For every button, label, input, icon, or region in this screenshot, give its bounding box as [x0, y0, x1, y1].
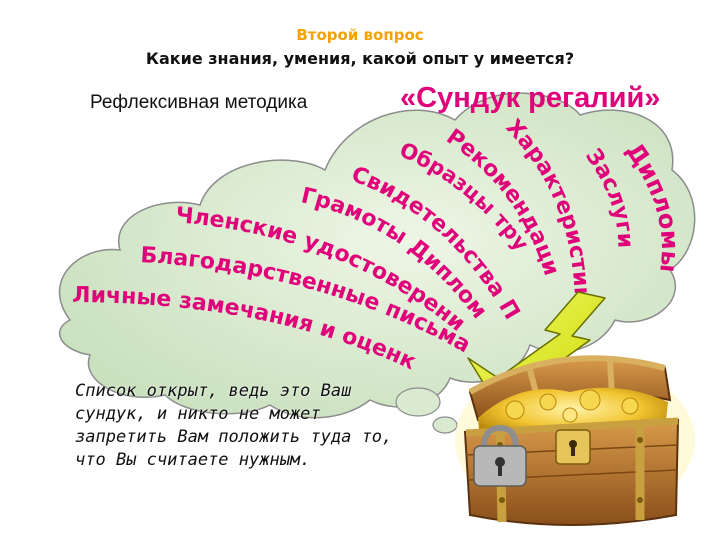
- question-text: Какие знания, умения, какой опыт у имеет…: [0, 49, 720, 68]
- note-line: запретить Вам положить туда то,: [75, 426, 435, 449]
- note-text: Список открыт, ведь это Ваш сундук, и ни…: [75, 380, 435, 472]
- treasure-chest-icon: [455, 358, 695, 525]
- method-title: «Сундук регалий»: [400, 82, 660, 115]
- note-line: что Вы считаете нужным.: [75, 449, 435, 472]
- question-label: Второй вопрос: [0, 26, 720, 44]
- note-line: Список открыт, ведь это Ваш: [75, 380, 435, 403]
- method-label: Рефлексивная методика: [90, 92, 307, 114]
- note-line: сундук, и никто не может: [75, 403, 435, 426]
